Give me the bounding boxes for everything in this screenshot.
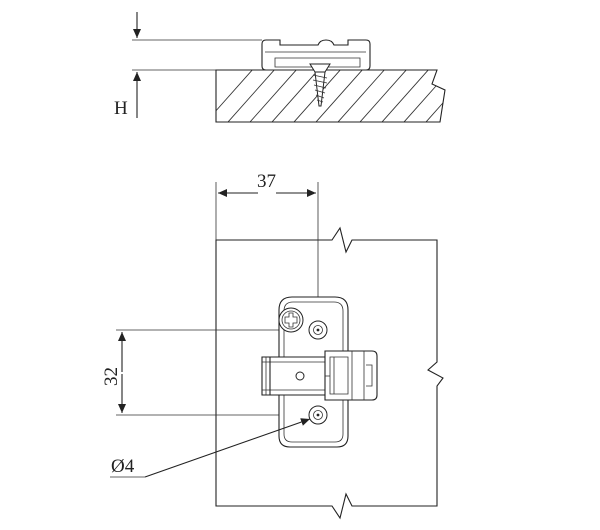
wood-panel-outline bbox=[215, 69, 446, 123]
mounting-plate-inner-edge bbox=[283, 301, 344, 443]
screw-hole-bottom bbox=[308, 405, 328, 425]
clip-housing-notch bbox=[366, 364, 373, 387]
clip-mechanism bbox=[261, 350, 378, 401]
panel-outline bbox=[215, 226, 444, 520]
clip-pin bbox=[295, 371, 305, 381]
width-label: 37 bbox=[257, 171, 276, 192]
screw-hole-bottom-inner bbox=[313, 410, 323, 420]
screw-hole-top-center bbox=[316, 328, 320, 332]
spacing-label: 32 bbox=[101, 367, 122, 386]
cam-screw-head bbox=[278, 307, 304, 333]
front-view: 37 32 bbox=[101, 171, 444, 520]
diameter-label: Ø4 bbox=[111, 456, 135, 477]
screw-hole-top-inner bbox=[313, 325, 323, 335]
screw-hole-bottom-center bbox=[316, 413, 320, 417]
clip-housing bbox=[324, 350, 378, 401]
side-view: H bbox=[114, 12, 446, 123]
plate-profile-lower-band bbox=[274, 57, 361, 68]
screw-head bbox=[309, 63, 331, 73]
plate-profile bbox=[261, 39, 371, 71]
cross-recess-icon bbox=[284, 312, 298, 328]
cam-screw bbox=[278, 307, 304, 333]
cam-screw-ring bbox=[281, 310, 301, 330]
plate-profile-outline bbox=[261, 39, 371, 71]
screw-hole-top bbox=[308, 320, 328, 340]
clip-housing-window bbox=[329, 356, 349, 395]
screw-shank bbox=[314, 71, 326, 107]
diameter-leader-arrow bbox=[144, 418, 311, 478]
screw-thread bbox=[312, 74, 328, 103]
height-label: H bbox=[114, 98, 128, 119]
screw-side bbox=[309, 63, 331, 107]
